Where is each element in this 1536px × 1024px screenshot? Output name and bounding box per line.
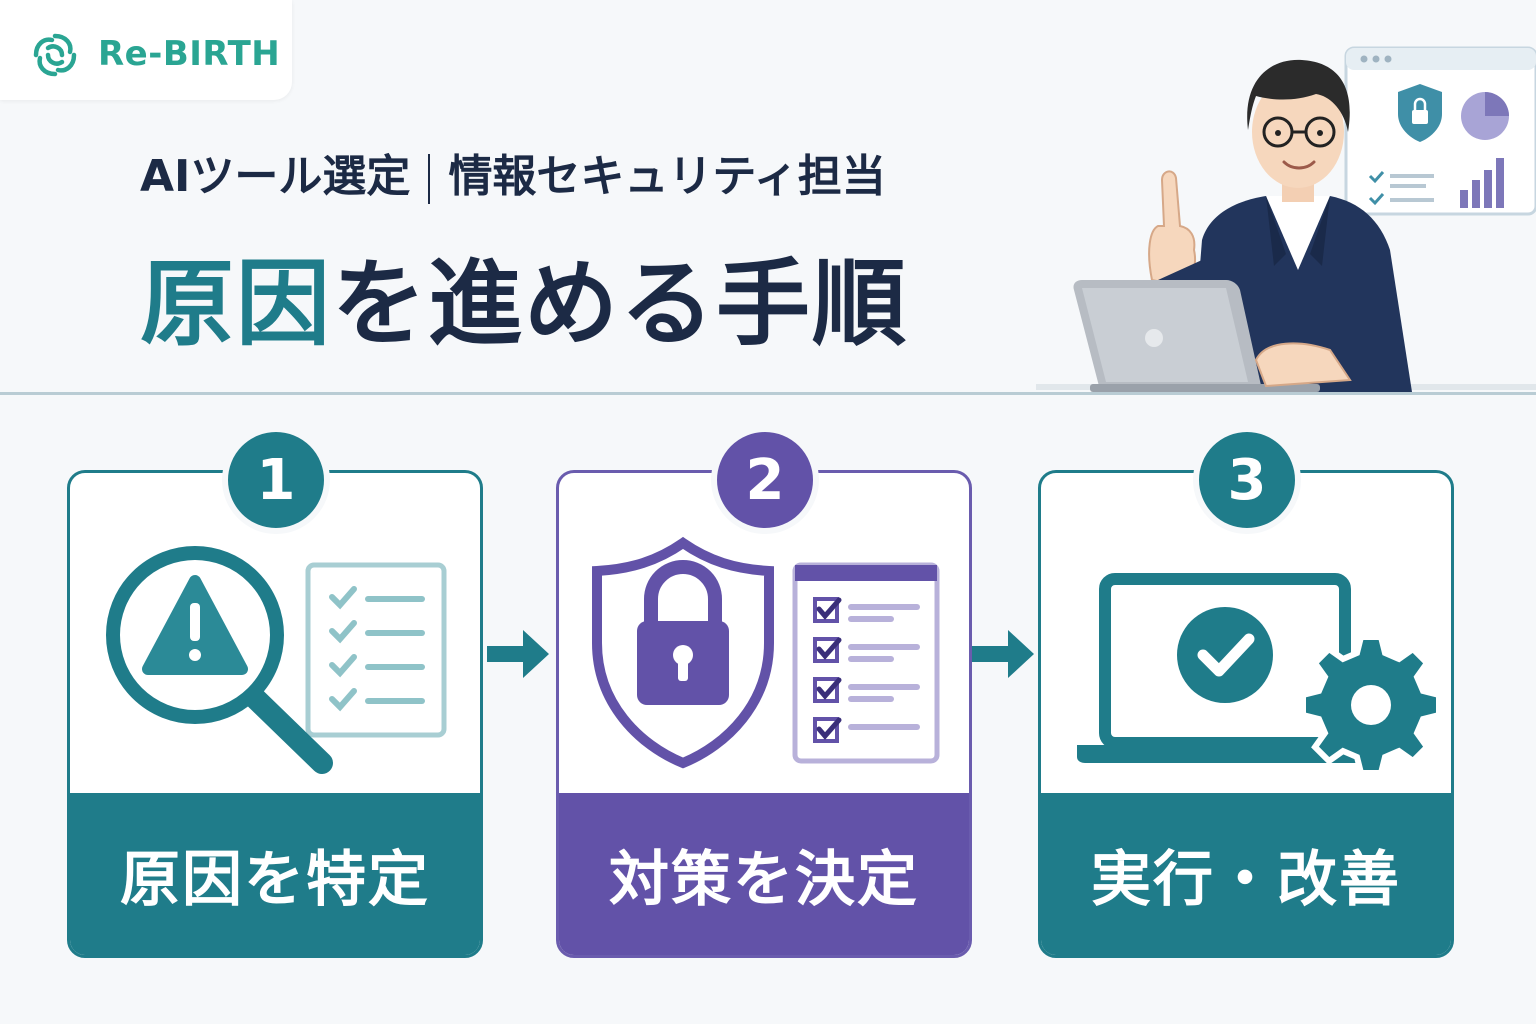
step-label-3: 実行・改善 bbox=[1041, 793, 1451, 955]
shield-lock-checklist-icon bbox=[592, 536, 940, 769]
subtitle-left: AIツール選定 bbox=[140, 151, 411, 202]
header-divider bbox=[0, 392, 1536, 395]
rebirth-logo-icon bbox=[33, 33, 77, 77]
logo: Re-BIRTH bbox=[0, 0, 292, 100]
magnifier-warning-checklist-icon bbox=[106, 546, 447, 774]
step-label-2: 対策を決定 bbox=[559, 793, 969, 955]
laptop-check-gear-icon bbox=[1077, 573, 1442, 776]
arrow-right-icon bbox=[487, 630, 549, 678]
title-highlight: 原因 bbox=[140, 250, 333, 359]
step-number-1: 1 bbox=[222, 426, 330, 534]
page-title: 原因を進める手順 bbox=[140, 228, 908, 364]
step-label-1: 原因を特定 bbox=[70, 793, 480, 955]
dashboard-window-icon bbox=[1344, 46, 1536, 216]
businessman-illustration bbox=[1036, 46, 1536, 392]
step-card-1: 原因を特定 bbox=[67, 470, 483, 958]
subtitle-right: 情報セキュリティ担当 bbox=[448, 151, 886, 202]
subtitle-separator bbox=[428, 154, 431, 204]
step-card-3: 実行・改善 bbox=[1038, 470, 1454, 958]
title-rest: を進める手順 bbox=[332, 250, 909, 359]
step-number-2: 2 bbox=[711, 426, 819, 534]
brand-name: Re-BIRTH bbox=[98, 34, 281, 74]
page-subtitle: AIツール選定情報セキュリティ担当 bbox=[140, 140, 886, 204]
step-number-3: 3 bbox=[1193, 426, 1301, 534]
step-card-2: 対策を決定 bbox=[556, 470, 972, 958]
arrow-right-icon bbox=[972, 630, 1034, 678]
